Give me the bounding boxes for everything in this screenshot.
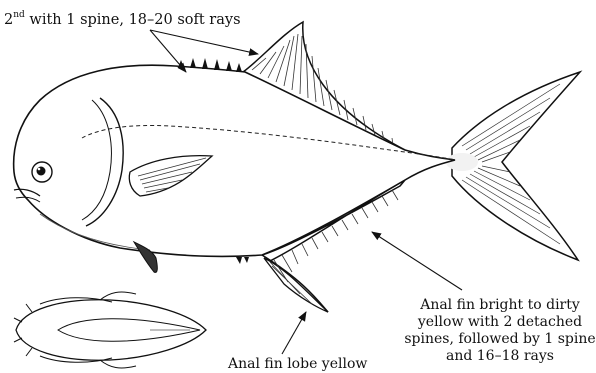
ventral-view	[14, 292, 206, 368]
dorsal-fin-label: 2nd with 1 spine, 18–20 soft rays	[4, 12, 241, 29]
arrow-to-anal-lobe	[282, 312, 306, 354]
detached-anal-spines	[236, 257, 249, 264]
fish-body	[14, 65, 456, 256]
dorsal-label-rest: with 1 spine, 18–20 soft rays	[25, 12, 241, 28]
anal-fin-label-line-2: yellow with 2 detached	[398, 314, 596, 331]
arrow-to-second-dorsal	[150, 30, 258, 54]
anal-fin-label: Anal fin bright to dirty yellow with 2 d…	[398, 297, 596, 365]
caudal-fin	[446, 72, 580, 260]
anal-fin-label-line-1: Anal fin bright to dirty	[398, 297, 596, 314]
dorsal-ordinal-suffix: nd	[13, 10, 25, 20]
anal-fin-label-line-3: spines, followed by 1 spine	[398, 331, 596, 348]
dorsal-ordinal-number: 2	[4, 12, 13, 28]
anal-lobe-label: Anal fin lobe yellow	[228, 356, 367, 373]
anal-fin-label-line-4: and 16–18 rays	[398, 348, 596, 365]
arrow-to-anal-fin	[372, 232, 462, 290]
